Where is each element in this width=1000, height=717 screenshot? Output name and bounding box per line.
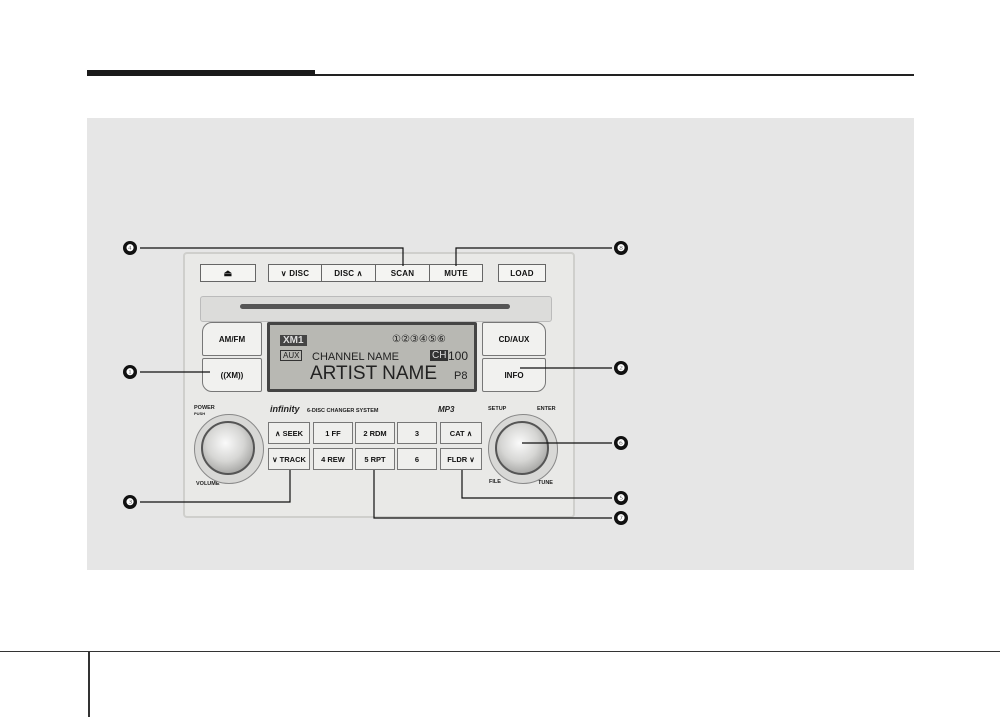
fldr-button[interactable]: FLDR ∨ — [440, 448, 482, 470]
cat-button[interactable]: CAT ∧ — [440, 422, 482, 444]
callout-6: ❻ — [614, 436, 628, 450]
lcd-display: XM1 ①②③④⑤⑥ AUX CHANNEL NAME CH 100 ARTIS… — [267, 322, 477, 392]
load-button[interactable]: LOAD — [498, 264, 546, 282]
preset-5-button[interactable]: 5 RPT — [355, 448, 395, 470]
channel-name: CHANNEL NAME — [312, 351, 399, 363]
setup-label: SETUP — [488, 406, 507, 412]
track-button[interactable]: ∨ TRACK — [268, 448, 310, 470]
callout-3: ❸ — [123, 495, 137, 509]
footer-divider — [88, 651, 90, 717]
tune-knob[interactable] — [495, 421, 549, 475]
callout-2: ❷ — [614, 361, 628, 375]
changer-label: 6-DISC CHANGER SYSTEM — [307, 408, 379, 414]
brand-logo: infinity — [270, 404, 300, 414]
artist-name: ARTIST NAME — [310, 363, 438, 384]
disc-up-button[interactable]: DISC ∧ — [322, 264, 376, 282]
channel-number: 100 — [448, 349, 469, 363]
header-thick-bar — [87, 70, 315, 76]
callout-7: ❼ — [614, 511, 628, 525]
disc-slot-panel — [200, 296, 552, 322]
footer-rule — [0, 651, 1000, 652]
callout-8: ❽ — [614, 241, 628, 255]
source-label: XM1 — [280, 335, 307, 346]
disc-indicators: ①②③④⑤⑥ — [392, 334, 446, 345]
eject-button[interactable]: ⏏ — [200, 264, 256, 282]
preset-6-button[interactable]: 6 — [397, 448, 437, 470]
disc-slot — [240, 304, 510, 309]
preset-2-button[interactable]: 2 RDM — [355, 422, 395, 444]
xm-button[interactable]: ((XM)) — [202, 358, 262, 392]
aux-tag: AUX — [280, 350, 303, 361]
callout-4: ❹ — [123, 241, 137, 255]
tune-label: TUNE — [538, 480, 553, 486]
enter-label: ENTER — [537, 406, 556, 412]
preset-1-button[interactable]: 1 FF — [313, 422, 353, 444]
volume-knob[interactable] — [201, 421, 255, 475]
seek-button[interactable]: ∧ SEEK — [268, 422, 310, 444]
push-label: PUSH — [194, 411, 206, 416]
mp3-logo: MP3 — [438, 405, 455, 414]
cdaux-button[interactable]: CD/AUX — [482, 322, 546, 356]
amfm-button[interactable]: AM/FM — [202, 322, 262, 356]
preset-3-button[interactable]: 3 — [397, 422, 437, 444]
preset-4-button[interactable]: 4 REW — [313, 448, 353, 470]
disc-down-button[interactable]: ∨ DISC — [268, 264, 322, 282]
callout-1: ❶ — [123, 365, 137, 379]
header-rule — [315, 74, 914, 76]
volume-label: VOLUME — [196, 481, 220, 487]
power-label: POWER — [194, 405, 215, 411]
eject-icon: ⏏ — [223, 267, 233, 278]
file-label: FILE — [489, 479, 501, 485]
info-button[interactable]: INFO — [482, 358, 546, 392]
callout-5: ❺ — [614, 491, 628, 505]
preset-label: P8 — [454, 370, 468, 382]
ch-tag: CH — [430, 350, 449, 361]
